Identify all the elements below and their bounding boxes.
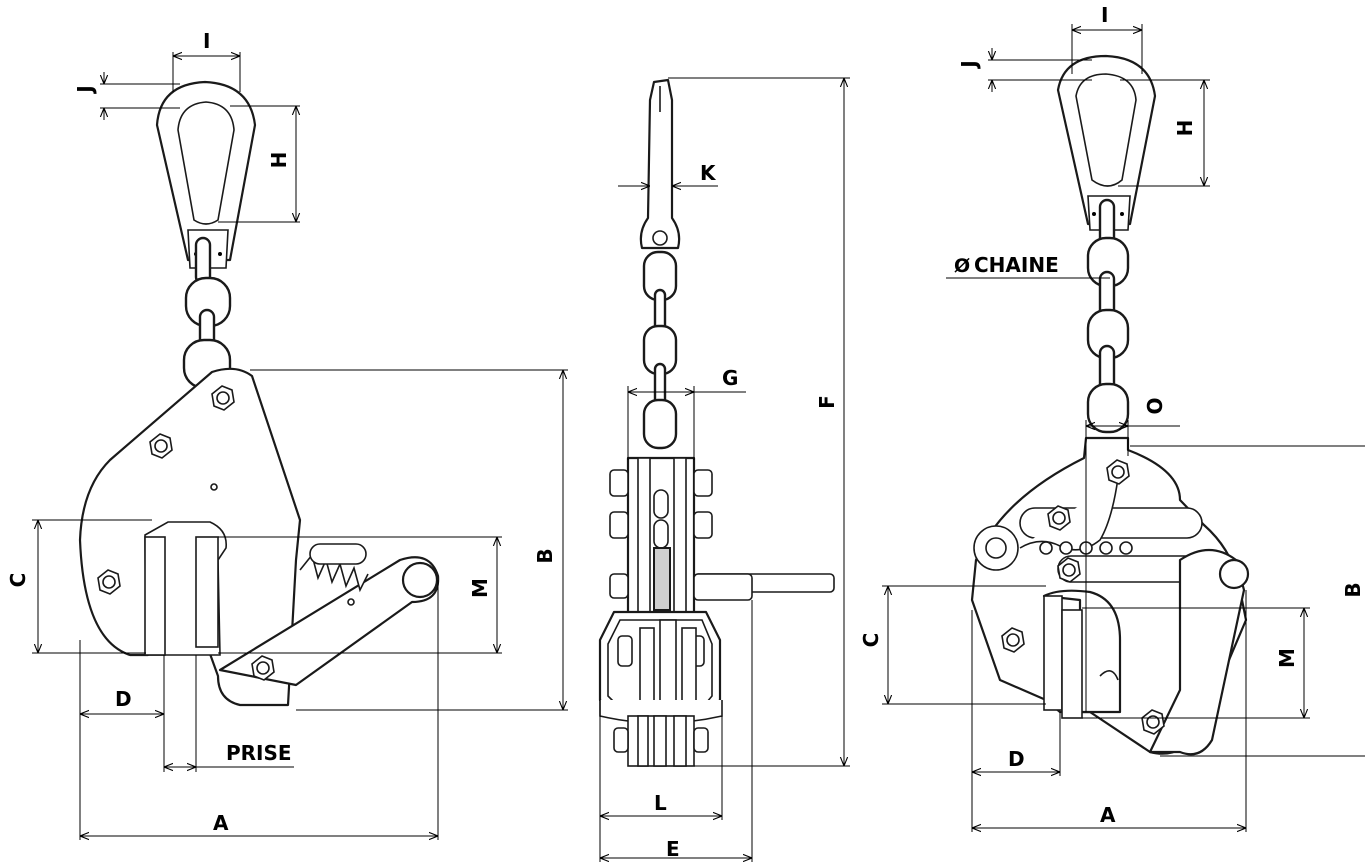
bolt	[251, 655, 275, 681]
right-clamp-body	[970, 436, 1250, 756]
left-dimensions	[32, 52, 568, 840]
bolt	[1001, 627, 1025, 653]
dim-label-l: L	[654, 791, 667, 815]
diameter-symbol: Ø	[954, 255, 970, 277]
right-chain	[1086, 198, 1130, 434]
right-view: I J H Ø CHAINE O B C M D A	[859, 3, 1365, 832]
dim-label-d-right: D	[1008, 747, 1025, 771]
left-view: I J H B C M D PRISE A	[6, 29, 568, 840]
dim-label-h-right: H	[1173, 120, 1197, 137]
dim-label-f: F	[815, 395, 839, 409]
dim-label-h: H	[267, 152, 291, 169]
dim-label-c: C	[6, 573, 30, 588]
middle-clamp-body	[598, 456, 835, 767]
dim-label-d: D	[115, 687, 132, 711]
dim-label-j: J	[73, 85, 97, 94]
dim-label-j-right: J	[957, 60, 981, 69]
right-shackle	[1056, 54, 1157, 231]
bolt	[1106, 459, 1130, 485]
dim-label-b-right: B	[1341, 582, 1365, 597]
dim-label-o: O	[1143, 397, 1167, 414]
bolt	[149, 433, 173, 459]
dim-label-i-right: I	[1101, 3, 1108, 27]
dim-label-chaine: CHAINE	[974, 253, 1059, 277]
bolt	[1047, 505, 1071, 531]
middle-chain	[642, 250, 678, 450]
dim-label-e: E	[666, 837, 680, 861]
middle-view: K G F L E	[598, 77, 850, 862]
middle-dimensions	[599, 77, 850, 862]
dim-label-m-right: M	[1275, 648, 1299, 668]
dim-label-c-right: C	[859, 633, 883, 648]
bolt	[211, 385, 235, 411]
dim-label-a-right: A	[1100, 803, 1116, 827]
right-dimensions	[882, 24, 1365, 832]
dim-label-a: A	[213, 811, 229, 835]
bolt	[1057, 557, 1081, 583]
dim-label-prise: PRISE	[226, 741, 292, 765]
bolt	[1141, 709, 1165, 735]
dim-label-k: K	[700, 161, 717, 185]
dim-label-b: B	[533, 548, 557, 563]
dim-label-i: I	[203, 29, 210, 53]
left-clamp-body	[78, 367, 440, 707]
bolt	[97, 569, 121, 595]
dim-label-g: G	[722, 366, 738, 390]
middle-hook	[639, 78, 681, 250]
dim-label-m: M	[468, 578, 492, 598]
